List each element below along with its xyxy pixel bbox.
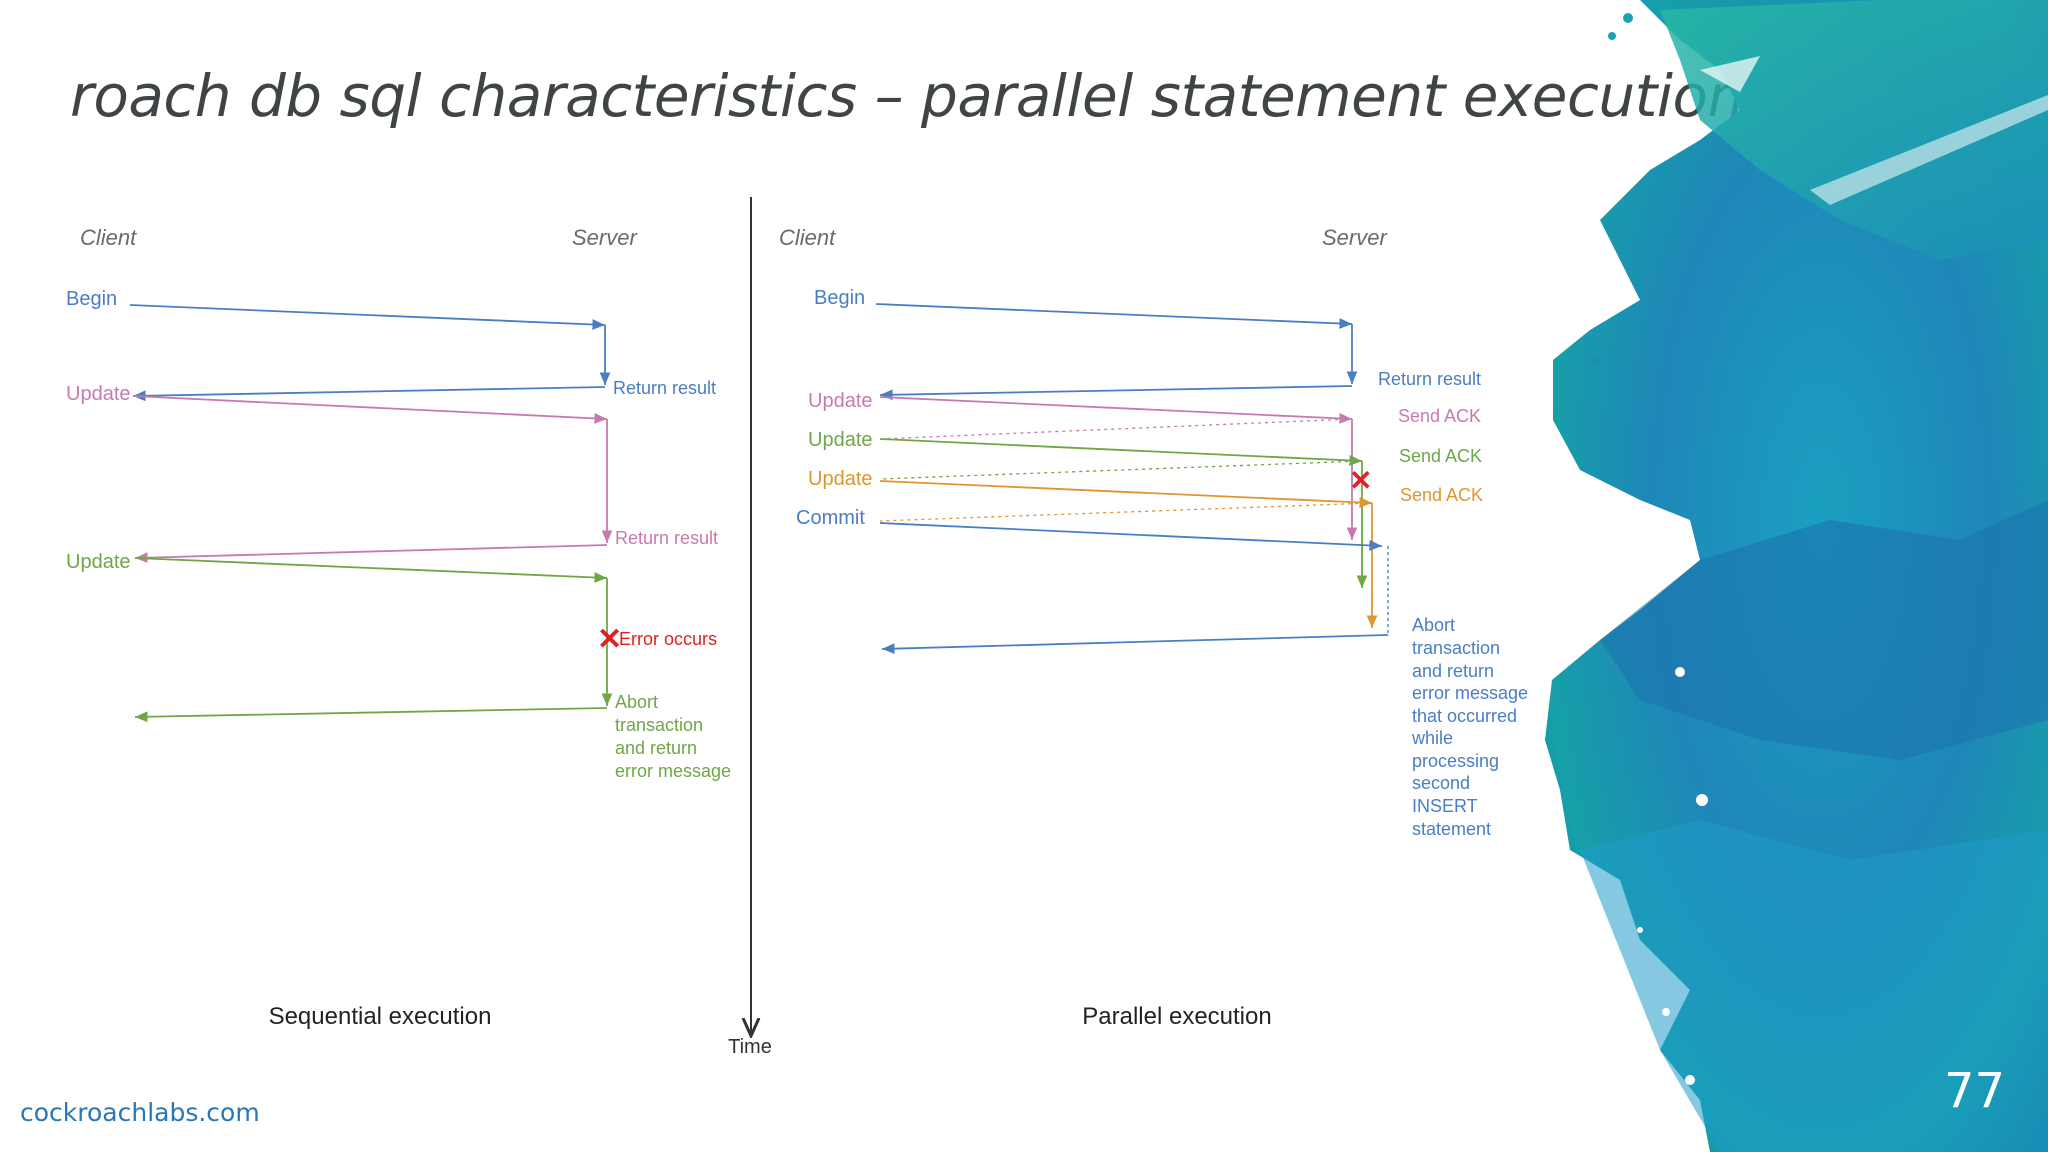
par-begin-arrow [875,303,1353,329]
seq-return-result-1: Return result [613,378,716,398]
seq-return-arrow-1 [132,386,606,402]
seq-update-arrow-1 [132,395,608,424]
seq-update-label-1: Update [66,383,131,405]
par-ack-arrow-1 [879,418,1353,440]
par-client-label: Client [779,225,836,250]
seq-error-x-icon: ✕ [597,623,622,656]
seq-error-label: Error occurs [619,629,717,649]
seq-abort-text: Abort transaction and return error messa… [615,692,731,781]
seq-return-arrow-2 [134,544,608,564]
slide-title: roach db sql characteristics – parallel … [70,62,1744,130]
par-return-arrow [879,385,1353,401]
seq-begin-arrow [129,304,606,330]
par-update-label-3: Update [808,468,873,490]
par-ack-3: Send ACK [1400,485,1483,505]
par-caption: Parallel execution [1082,1003,1271,1030]
sequential-diagram: Client Server Begin Return result Update… [66,225,731,1030]
par-ack-1: Send ACK [1398,406,1481,426]
par-update-arrow-2 [879,438,1363,466]
seq-update-arrow-2 [134,557,608,583]
par-server-label: Server [1322,225,1388,250]
par-update-label-2: Update [808,429,873,451]
footer-link[interactable]: cockroachlabs.com [20,1098,260,1127]
par-error-x-icon: ✕ [1349,465,1372,496]
par-abort-text: Abort transaction and return error messa… [1411,615,1533,839]
par-begin-label: Begin [814,287,865,309]
watercolor-decoration [1545,0,2048,1152]
par-ack-2: Send ACK [1399,446,1482,466]
seq-begin-label: Begin [66,288,117,310]
time-label: Time [728,1036,772,1058]
page-number: 77 [1944,1063,2006,1119]
par-ack-arrow-2 [879,460,1363,480]
par-ack-arrow-3 [879,502,1373,522]
seq-update-label-2: Update [66,551,131,573]
par-abort-arrow [881,634,1389,655]
par-commit-arrow [879,522,1383,551]
seq-client-label: Client [80,225,137,250]
seq-return-result-2: Return result [615,528,718,548]
parallel-diagram: Client Server Begin Return result Update… [779,225,1533,1030]
seq-server-label: Server [572,225,638,250]
par-commit-label: Commit [796,507,865,529]
seq-caption: Sequential execution [269,1003,492,1030]
par-update-label-1: Update [808,390,873,412]
par-update-arrow-3 [879,480,1373,508]
par-return-result: Return result [1378,369,1481,389]
par-update-arrow-1 [879,396,1353,424]
seq-abort-arrow [134,707,608,723]
